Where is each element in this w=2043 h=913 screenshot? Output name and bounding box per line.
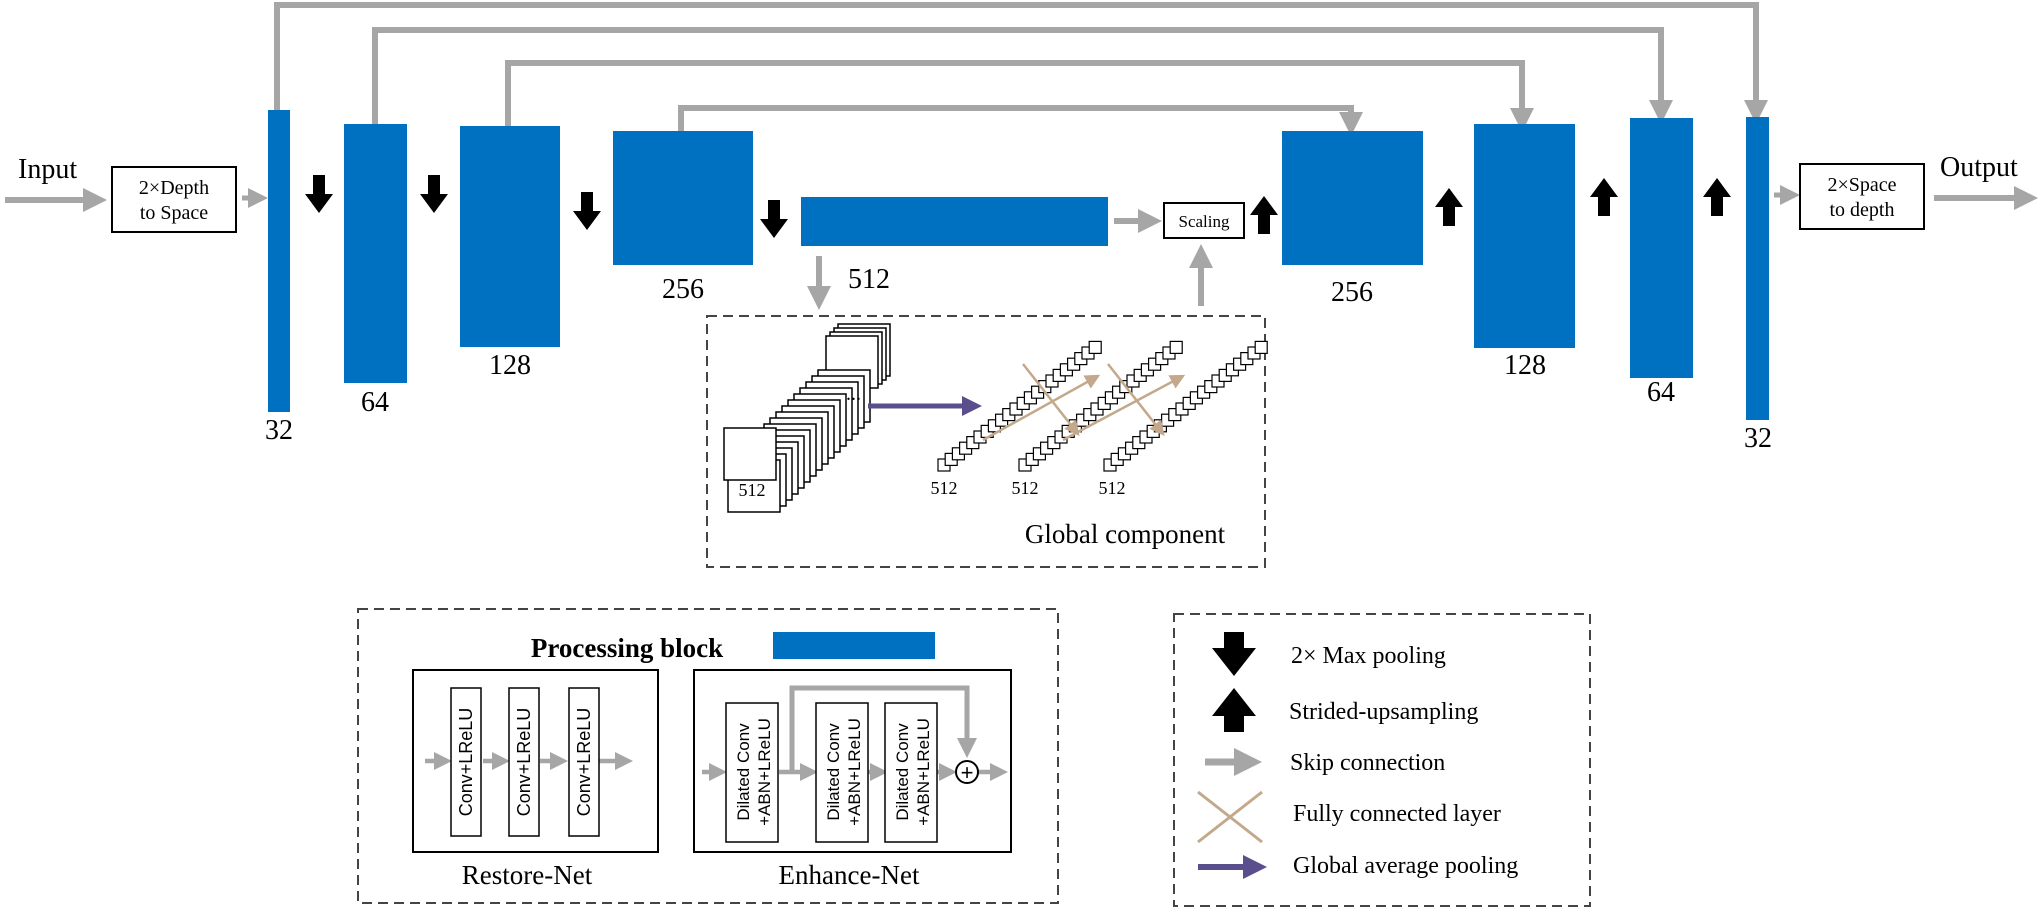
processing-block-frame [357,608,1059,904]
enhance-layer-label-line1: Dilated Conv [734,723,753,821]
output-label: Output [1940,152,2018,183]
decoder-block-256 [1282,131,1423,265]
stack-label: 512 [739,480,766,500]
skip-connection-64 [372,27,1673,124]
space-to-depth-line2: to depth [1830,199,1895,221]
skip-connection-256 [678,105,1363,136]
scaling-box [1163,202,1245,239]
skip-connections [274,2,1768,136]
fc-label-2: 512 [1012,478,1039,498]
restore-layer-1: Conv+LReLU [450,687,482,837]
bottleneck-label: 512 [848,264,890,295]
enhance-residual-connection [789,685,977,772]
encoder-block-64 [344,124,407,383]
space-to-depth-line1: 2×Space [1827,174,1896,196]
up-arrow-icon [1590,178,1618,216]
decoder-block-32 [1746,117,1769,420]
decoder-label-64: 64 [1647,377,1675,408]
feature-map-stack [723,323,891,513]
fc-connections [982,363,1186,442]
fc-vector-cell [1254,340,1268,354]
restore-layer-label: Conv+LReLU [574,708,594,817]
fc-vector-cell [1169,340,1183,354]
skip-connection-32 [274,2,1768,124]
enhance-net-label: Enhance-Net [779,860,920,890]
encoder-label-128: 128 [489,350,531,381]
down-arrow-icon [760,200,788,238]
restore-layer-label: Conv+LReLU [514,708,534,817]
legend-label-max-pooling: 2× Max pooling [1291,643,1446,669]
scaling-label: Scaling [1179,212,1230,231]
enhance-layer-3: Dilated Conv +ABN+LReLU [884,702,938,843]
legend-label-gap: Global average pooling [1293,853,1518,879]
stack-ellipsis: ... [846,383,861,405]
depth-to-space-box [111,166,237,233]
depth-to-space-line2: to Space [140,202,208,224]
legend-label-fc: Fully connected layer [1293,801,1501,827]
global-component-title: Global component [1025,519,1226,549]
upsampling-arrows [1250,178,1731,234]
up-arrow-icon [1250,196,1278,234]
enhance-layer-1: Dilated Conv +ABN+LReLU [725,702,779,843]
processing-block-title: Processing block [531,633,723,663]
fc-label-3: 512 [1099,478,1126,498]
global-component-frame [706,315,1266,568]
legend-down-arrow-icon [1212,632,1256,676]
enhance-layer-2: Dilated Conv +ABN+LReLU [815,702,869,843]
sum-node [955,760,979,784]
restore-layer-label: Conv+LReLU [456,708,476,817]
restore-layer-3: Conv+LReLU [568,687,600,837]
up-arrow-icon [1703,178,1731,216]
decoder: 256 128 64 32 [1282,117,1772,454]
down-arrow-icon [420,175,448,213]
restore-net-label: Restore-Net [462,860,593,890]
legend-cross-icon [1197,790,1263,844]
legend-frame [1173,613,1591,907]
encoder-label-32: 32 [265,415,293,446]
enhance-layer-label-line1: Dilated Conv [893,723,912,821]
legend-label-skip: Skip connection [1290,750,1445,776]
encoder-block-128 [460,126,560,347]
space-to-depth-box [1799,163,1925,230]
decoder-block-64 [1630,118,1693,378]
processing-block-swatch [773,632,935,659]
fc-layer-vectors [937,340,1268,472]
restore-layer-2: Conv+LReLU [508,687,540,837]
down-arrow-icon [573,192,601,230]
fc-label-1: 512 [931,478,958,498]
encoder-label-64: 64 [361,387,389,418]
legend-up-arrow-icon [1212,688,1256,732]
enhance-layer-label-line2: +ABN+LReLU [755,718,774,826]
up-arrow-icon [1435,188,1463,226]
decoder-label-128: 128 [1504,350,1546,381]
encoder: 32 64 128 256 [265,110,753,446]
enhance-layer-label-line2: +ABN+LReLU [914,718,933,826]
encoder-block-32 [268,110,290,412]
legend-label-upsampling: Strided-upsampling [1289,699,1478,725]
depth-to-space-line1: 2×Depth [139,177,209,199]
decoder-block-128 [1474,124,1575,348]
input-label: Input [18,154,77,185]
encoder-block-256 [613,131,753,265]
enhance-layer-label-line2: +ABN+LReLU [845,718,864,826]
skip-connection-128 [505,60,1534,132]
fc-vector-cell [1088,340,1102,354]
decoder-label-32: 32 [1744,423,1772,454]
max-pooling-arrows [305,175,788,238]
down-arrow-icon [305,175,333,213]
encoder-label-256: 256 [662,274,704,305]
bottleneck-block [801,197,1108,246]
decoder-label-256: 256 [1331,277,1373,308]
enhance-layer-label-line1: Dilated Conv [824,723,843,821]
sum-symbol: + [961,760,974,785]
